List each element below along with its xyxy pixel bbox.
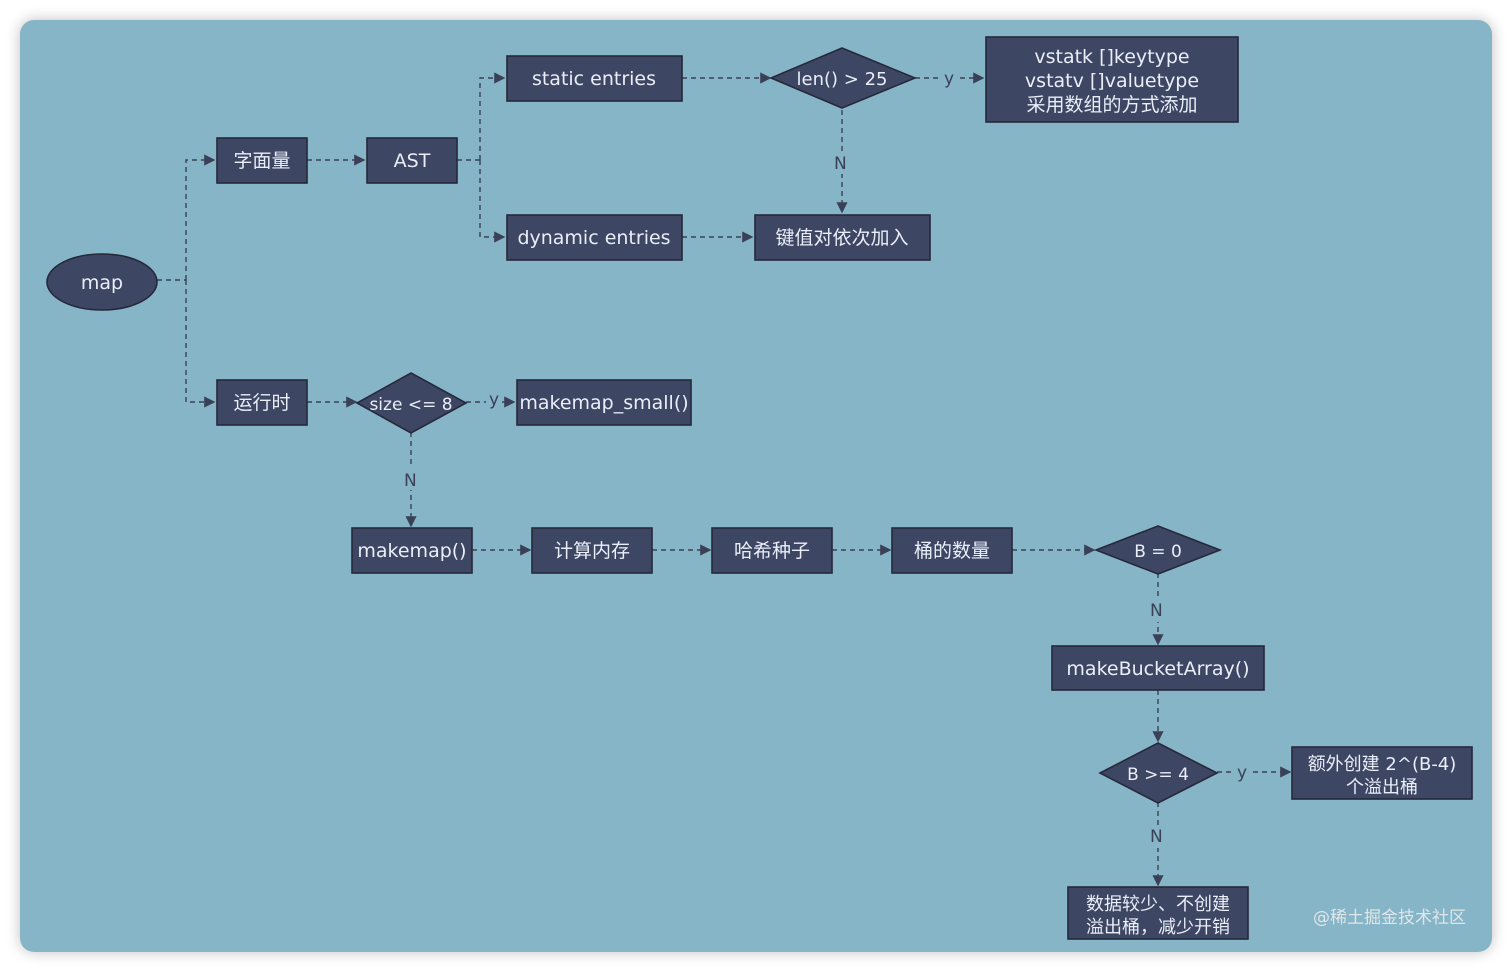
node-calc-mem-label: 计算内存 bbox=[554, 540, 630, 562]
decision-size: size <= 8 bbox=[355, 372, 468, 434]
decision-b-ge4: B >= 4 bbox=[1098, 742, 1219, 804]
decision-len-label: len() > 25 bbox=[797, 69, 888, 90]
node-runtime: 运行时 bbox=[216, 379, 308, 426]
node-bucket-count-label: 桶的数量 bbox=[914, 540, 990, 562]
edge-to-runtime bbox=[185, 280, 216, 408]
node-calc-mem: 计算内存 bbox=[531, 527, 653, 574]
node-dynamic-entries-label: dynamic entries bbox=[517, 227, 670, 249]
edge-label-yes: y bbox=[944, 69, 954, 89]
node-kv-add: 键值对依次加入 bbox=[754, 214, 931, 261]
node-static-entries: static entries bbox=[506, 55, 683, 102]
node-makemap-small: makemap_small() bbox=[516, 379, 692, 426]
node-runtime-label: 运行时 bbox=[233, 392, 290, 414]
edges bbox=[157, 72, 1292, 887]
node-literal-label: 字面量 bbox=[233, 150, 290, 172]
node-kv-add-label: 键值对依次加入 bbox=[775, 227, 908, 249]
node-make-bucket-array-label: makeBucketArray() bbox=[1066, 658, 1249, 680]
node-vstat-line2: vstatv []valuetype bbox=[1025, 70, 1199, 92]
node-vstat-line3: 采用数组的方式添加 bbox=[1026, 94, 1197, 116]
node-makemap-label: makemap() bbox=[357, 540, 466, 562]
node-overflow-create: 额外创建 2^(B-4) 个溢出桶 bbox=[1291, 746, 1473, 800]
node-bucket-count: 桶的数量 bbox=[891, 527, 1013, 574]
node-static-entries-label: static entries bbox=[532, 68, 656, 90]
decision-b-ge4-label: B >= 4 bbox=[1127, 765, 1189, 785]
node-map: map bbox=[46, 253, 158, 311]
node-overflow-line2: 个溢出桶 bbox=[1346, 777, 1418, 798]
node-less-data: 数据较少、不创建 溢出桶，减少开销 bbox=[1067, 886, 1249, 940]
edge-labels: y N y N N y N bbox=[401, 68, 1250, 848]
node-ast-label: AST bbox=[394, 150, 431, 172]
node-literal: 字面量 bbox=[216, 137, 308, 184]
node-map-label: map bbox=[81, 272, 123, 294]
node-less-data-line1: 数据较少、不创建 bbox=[1086, 894, 1230, 915]
node-hash-seed: 哈希种子 bbox=[711, 527, 833, 574]
node-make-bucket-array: makeBucketArray() bbox=[1051, 645, 1265, 691]
decision-b-zero-label: B = 0 bbox=[1134, 542, 1182, 562]
node-makemap-small-label: makemap_small() bbox=[519, 392, 688, 414]
node-overflow-line1: 额外创建 2^(B-4) bbox=[1308, 754, 1457, 775]
edge-label-no: N bbox=[1150, 827, 1163, 847]
edge-to-literal bbox=[185, 154, 216, 280]
flowchart: y N y N N y N map 字面量 AST bbox=[46, 36, 1473, 940]
node-less-data-line2: 溢出桶，减少开销 bbox=[1086, 917, 1230, 938]
edge-label-yes: y bbox=[1237, 763, 1247, 783]
node-hash-seed-label: 哈希种子 bbox=[734, 540, 810, 562]
edge-label-no: N bbox=[834, 154, 847, 174]
edge-to-static bbox=[479, 72, 506, 160]
node-makemap: makemap() bbox=[351, 527, 473, 574]
edge-label-no: N bbox=[404, 471, 417, 491]
watermark: @稀土掘金技术社区 bbox=[1313, 908, 1466, 928]
edge-to-dynamic bbox=[479, 160, 506, 243]
decision-size-label: size <= 8 bbox=[369, 395, 452, 415]
node-ast: AST bbox=[366, 137, 458, 184]
edge-label-no: N bbox=[1150, 601, 1163, 621]
diagram-canvas: y N y N N y N map 字面量 AST bbox=[20, 20, 1492, 952]
decision-b-zero: B = 0 bbox=[1093, 525, 1223, 575]
node-vstat-line1: vstatk []keytype bbox=[1034, 46, 1189, 68]
edge-label-yes: y bbox=[489, 390, 499, 410]
decision-len: len() > 25 bbox=[768, 47, 918, 109]
node-vstat: vstatk []keytype vstatv []valuetype 采用数组… bbox=[985, 36, 1239, 123]
node-dynamic-entries: dynamic entries bbox=[506, 214, 683, 261]
